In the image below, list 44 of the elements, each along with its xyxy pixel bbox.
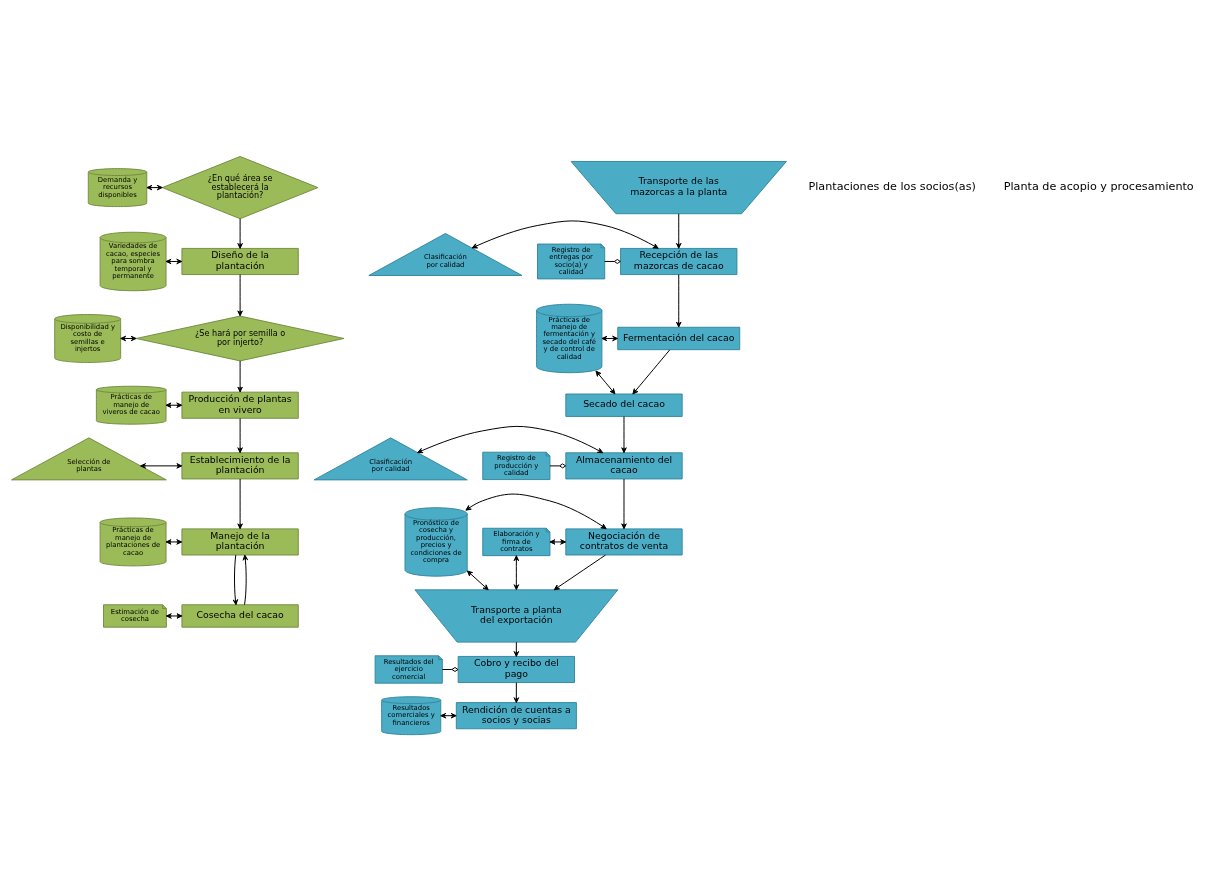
arrow	[676, 273, 682, 328]
arrow	[632, 348, 671, 394]
arrow	[676, 212, 682, 249]
arrow	[466, 569, 489, 590]
node-diamond: ¿En qué área se establecerá la plantación?	[161, 155, 319, 219]
label: Plantaciones de los socios(as)	[808, 179, 976, 193]
node-box: Manejo de la plantación	[181, 527, 299, 555]
arrow	[595, 370, 616, 394]
node-box: Establecimiento de la plantación	[181, 451, 299, 479]
arrow	[237, 217, 243, 249]
node-diamond: ¿Se hará por semilla o por injerto?	[135, 315, 345, 361]
arrow	[621, 478, 627, 529]
node-box: Secado del cacao	[565, 393, 683, 417]
label: Planta de acopio y procesamiento	[1003, 179, 1194, 193]
arrow	[621, 415, 627, 453]
node-box: Negociación de contratos de venta	[565, 527, 683, 555]
arrow	[553, 554, 606, 590]
arrow	[471, 219, 659, 249]
arrow	[232, 554, 239, 605]
arrow	[513, 641, 520, 657]
arrow	[417, 425, 604, 453]
arrow	[513, 554, 520, 590]
arrow	[165, 538, 183, 545]
arrow	[165, 612, 183, 619]
arrow	[513, 681, 520, 703]
node-box: Rendición de cuentas a socios y socias	[455, 701, 577, 729]
arrow	[242, 554, 249, 605]
arrow	[237, 478, 243, 529]
arrow	[237, 417, 243, 453]
arrow	[140, 462, 183, 469]
node-box: Cobro y recibo del pago	[457, 655, 575, 683]
node-box: Cosecha del cacao	[181, 603, 299, 628]
connector	[441, 666, 459, 672]
node-box: Producción de plantas en vivero	[181, 391, 299, 419]
node-box: Recepción de las mazorcas de cacao	[620, 247, 738, 275]
node-box: Diseño de la plantación	[181, 247, 299, 275]
arrow	[440, 712, 457, 718]
connector	[549, 462, 567, 468]
arrow	[465, 493, 607, 529]
arrow	[237, 273, 243, 316]
arrow	[237, 359, 243, 393]
node-box: Fermentación del cacao	[617, 326, 741, 350]
arrow	[549, 538, 567, 545]
node-box: Almacenamiento del cacao	[565, 451, 683, 479]
